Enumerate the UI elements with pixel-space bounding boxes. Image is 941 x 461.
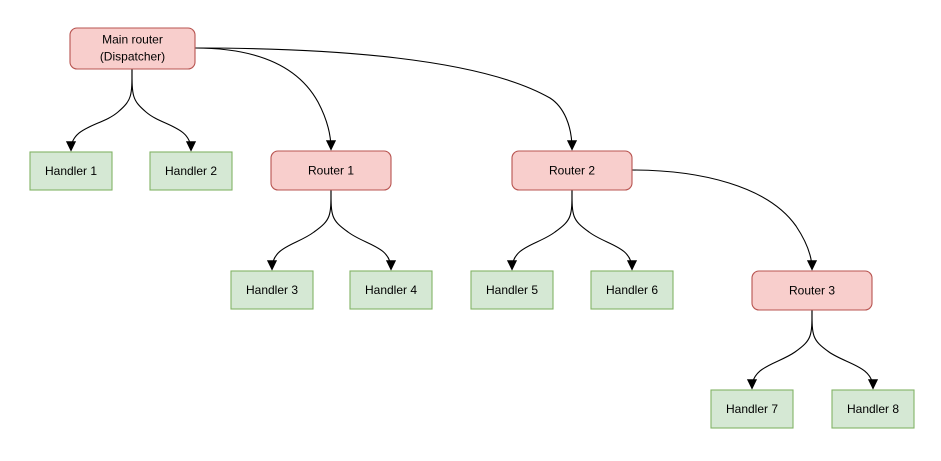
node-box[interactable]: [751, 270, 873, 311]
edge-line: [271, 189, 332, 270]
edge-line: [131, 68, 192, 151]
node-box[interactable]: [710, 389, 794, 429]
arrow-head-icon: [185, 141, 197, 152]
edge-line: [631, 169, 813, 270]
edge-main-router-to-handler-2: [131, 68, 197, 152]
arrow-head-icon: [746, 379, 758, 390]
arrow-head-icon: [806, 260, 818, 271]
node-box[interactable]: [230, 270, 314, 310]
node-box[interactable]: [29, 151, 113, 191]
edge-line: [70, 68, 133, 151]
edge-router-2-to-router-3: [631, 169, 818, 271]
node-main-router[interactable]: Main router(Dispatcher): [69, 27, 196, 70]
node-box[interactable]: [511, 150, 633, 191]
node-box[interactable]: [349, 270, 433, 310]
node-handler-6[interactable]: Handler 6: [590, 270, 674, 310]
node-router-3[interactable]: Router 3: [751, 270, 873, 311]
node-box[interactable]: [270, 150, 392, 191]
edge-line: [194, 47, 573, 150]
node-box[interactable]: [149, 151, 233, 191]
edge-router-1-to-handler-4: [330, 189, 397, 271]
arrow-head-icon: [325, 140, 337, 151]
edge-router-1-to-handler-3: [266, 189, 332, 271]
arrow-head-icon: [867, 379, 879, 390]
node-handler-7[interactable]: Handler 7: [710, 389, 794, 429]
edge-line: [751, 309, 813, 389]
node-box[interactable]: [590, 270, 674, 310]
arrow-head-icon: [65, 141, 77, 152]
edge-router-2-to-handler-6: [571, 189, 638, 271]
edge-router-3-to-handler-8: [811, 309, 879, 390]
arrow-head-icon: [506, 260, 518, 271]
edge-main-router-to-router-1: [194, 47, 337, 151]
edge-router-2-to-handler-5: [506, 189, 573, 271]
edge-line: [511, 189, 573, 270]
node-handler-5[interactable]: Handler 5: [470, 270, 554, 310]
nodes-layer: Main router(Dispatcher) Handler 1 Handler …: [29, 27, 915, 429]
node-box[interactable]: [470, 270, 554, 310]
edge-line: [194, 47, 332, 150]
arrow-head-icon: [266, 260, 278, 271]
node-handler-2[interactable]: Handler 2: [149, 151, 233, 191]
node-box[interactable]: [69, 27, 196, 70]
edge-main-router-to-router-2: [194, 47, 578, 151]
arrow-head-icon: [385, 260, 397, 271]
arrow-head-icon: [626, 260, 638, 271]
node-handler-1[interactable]: Handler 1: [29, 151, 113, 191]
edge-line: [330, 189, 392, 270]
edge-line: [571, 189, 633, 270]
edge-main-router-to-handler-1: [65, 68, 133, 152]
edges-layer: [65, 47, 879, 390]
arrow-head-icon: [566, 140, 578, 151]
edge-line: [811, 309, 874, 389]
node-box[interactable]: [831, 389, 915, 429]
node-router-1[interactable]: Router 1: [270, 150, 392, 191]
node-handler-4[interactable]: Handler 4: [349, 270, 433, 310]
node-handler-3[interactable]: Handler 3: [230, 270, 314, 310]
node-handler-8[interactable]: Handler 8: [831, 389, 915, 429]
edge-router-3-to-handler-7: [746, 309, 813, 390]
node-router-2[interactable]: Router 2: [511, 150, 633, 191]
